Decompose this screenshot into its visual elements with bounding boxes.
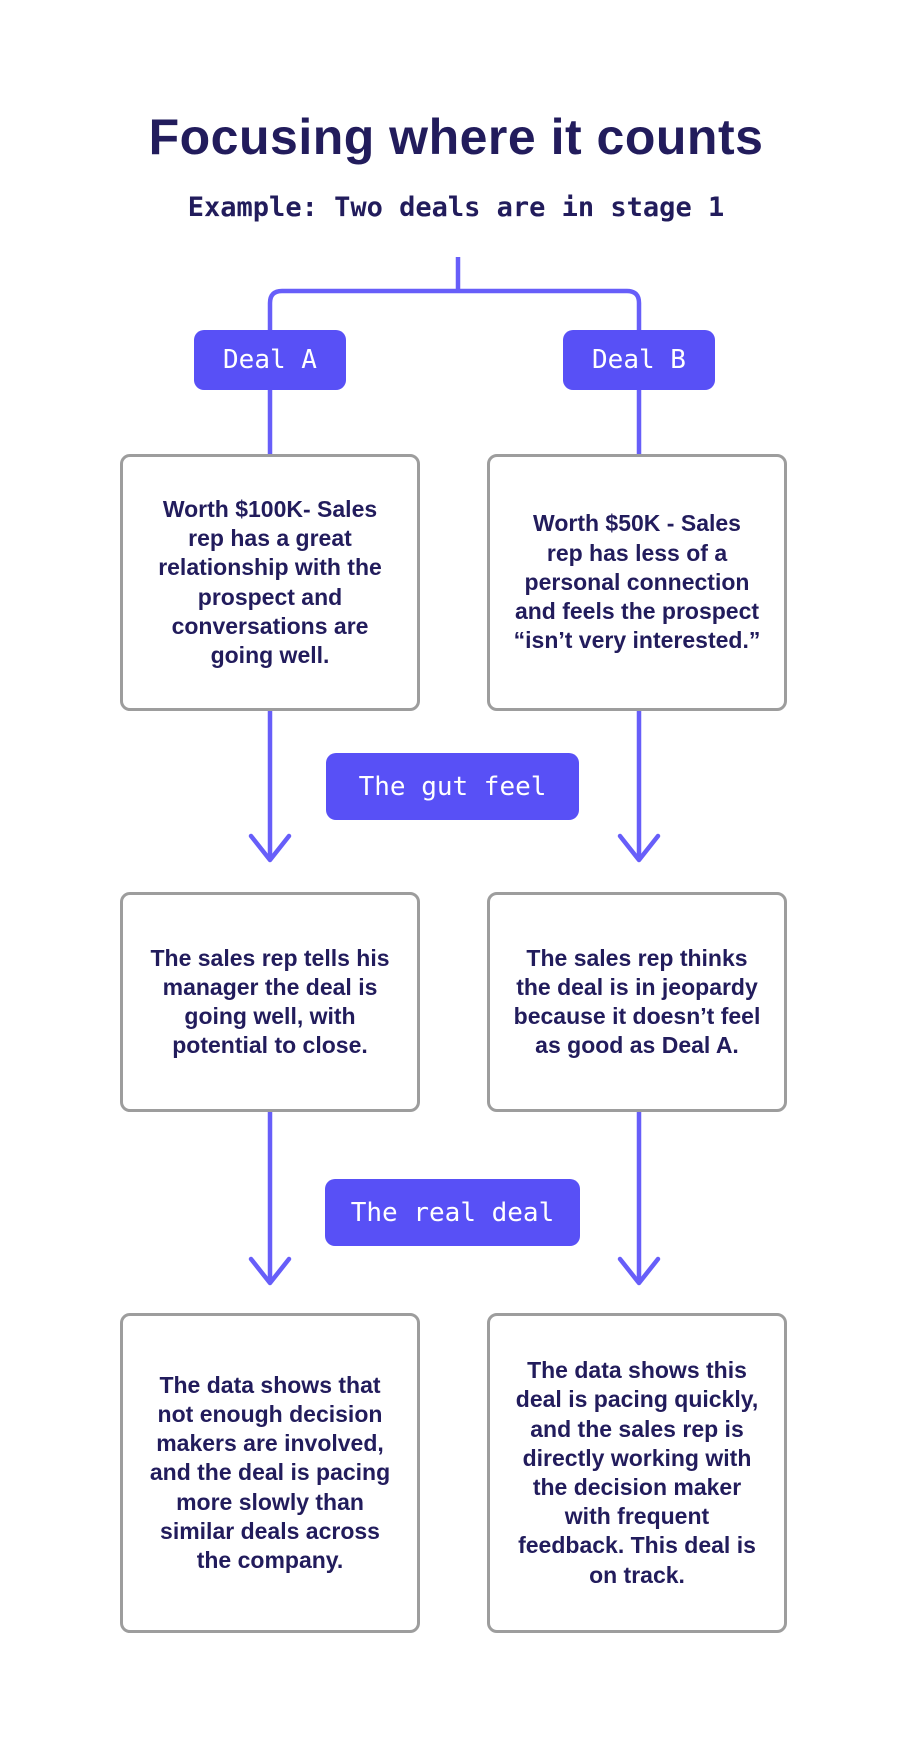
branch-connector: [267, 288, 642, 332]
arrow-real-right-head: [617, 1256, 661, 1286]
deal-b-gut-feel-box: The sales rep thinks the deal is in jeop…: [487, 892, 787, 1112]
deal-a-stage1-box: Worth $100K- Sales rep has a great relat…: [120, 454, 420, 711]
deal-a-badge: Deal A: [194, 330, 346, 390]
deal-a-gut-feel-text: The sales rep tells his manager the deal…: [150, 944, 390, 1059]
deal-a-stage1-text: Worth $100K- Sales rep has a great relat…: [158, 495, 382, 668]
deal-b-stage1-box: Worth $50K - Sales rep has less of a per…: [487, 454, 787, 711]
deal-b-badge: Deal B: [563, 330, 715, 390]
deal-b-stage1-text: Worth $50K - Sales rep has less of a per…: [513, 510, 761, 654]
page-title: Focusing where it counts: [148, 109, 764, 165]
arrow-gut-right-head: [617, 833, 661, 863]
deal-a-label: Deal A: [223, 345, 317, 375]
real-deal-label: The real deal: [350, 1197, 555, 1228]
deal-b-real-deal-text: The data shows this deal is pacing quick…: [515, 1357, 759, 1588]
arrow-gut-left-head: [248, 833, 292, 863]
arrow-real-left-head: [248, 1256, 292, 1286]
deal-a-real-deal-box: The data shows that not enough decision …: [120, 1313, 420, 1633]
gut-feel-label: The gut feel: [358, 771, 547, 802]
deal-b-gut-feel-text: The sales rep thinks the deal is in jeop…: [513, 944, 761, 1059]
deal-b-real-deal-box: The data shows this deal is pacing quick…: [487, 1313, 787, 1633]
deal-a-real-deal-text: The data shows that not enough decision …: [149, 1371, 391, 1573]
page-subtitle: Example: Two deals are in stage 1: [187, 192, 725, 223]
deal-b-label: Deal B: [592, 345, 686, 375]
deal-a-gut-feel-box: The sales rep tells his manager the deal…: [120, 892, 420, 1112]
real-deal-badge: The real deal: [325, 1179, 580, 1246]
gut-feel-badge: The gut feel: [326, 753, 579, 820]
